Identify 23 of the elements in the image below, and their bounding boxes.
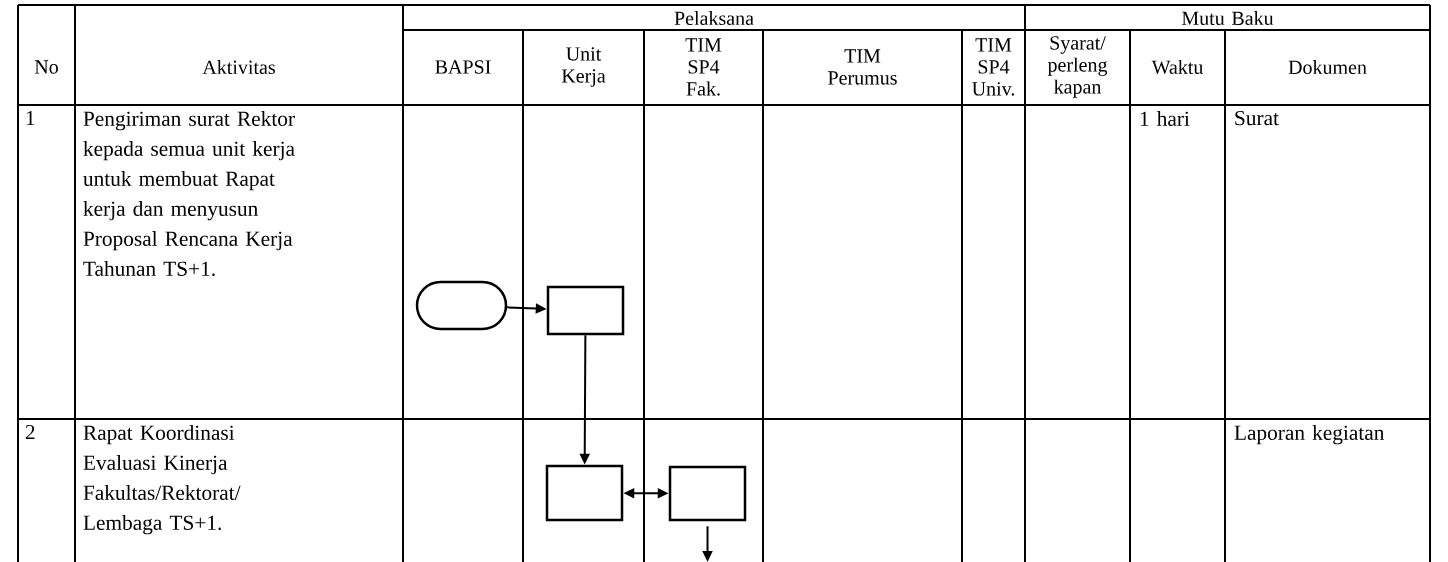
row-number: 2 (25, 424, 35, 440)
header-text: TIM Perumus (828, 49, 897, 85)
process-box (546, 285, 625, 336)
header-text: Aktivitas (202, 60, 275, 75)
header-text: BAPSI (435, 60, 491, 74)
activity-text: Rapat Koordinasi Evaluasi Kinerja Fakultas/Rektorat/ Lembaga TS+1. (83, 424, 241, 535)
document-text: Surat (1235, 110, 1279, 126)
header-text: Mutu Baku (1182, 11, 1274, 26)
header-text: Waktu (1151, 59, 1204, 75)
activity-text: Pengiriman surat Rektor kepada semua unit kerja untuk membuat Rapat kerja dan menyusun Proposal Rencana Kerja Tahunan TS+1. (83, 110, 295, 277)
header-text: TIM SP4 Fak. (685, 38, 722, 96)
header-text: Dokumen (1288, 60, 1367, 75)
header-text: Pelaksana (674, 11, 754, 26)
duration-text: 1 hari (1140, 110, 1190, 126)
row-number: 1 (26, 110, 35, 125)
terminator-shape (415, 280, 508, 331)
process-box (545, 464, 624, 522)
document-text: Laporan kegiatan (1234, 424, 1385, 445)
process-box (668, 465, 747, 522)
header-text: No (34, 60, 58, 74)
header-text: Syarat/ perleng kapan (1047, 36, 1108, 98)
header-text: TIM SP4 Univ. (972, 38, 1015, 96)
header-text: Unit Kerja (561, 47, 606, 87)
